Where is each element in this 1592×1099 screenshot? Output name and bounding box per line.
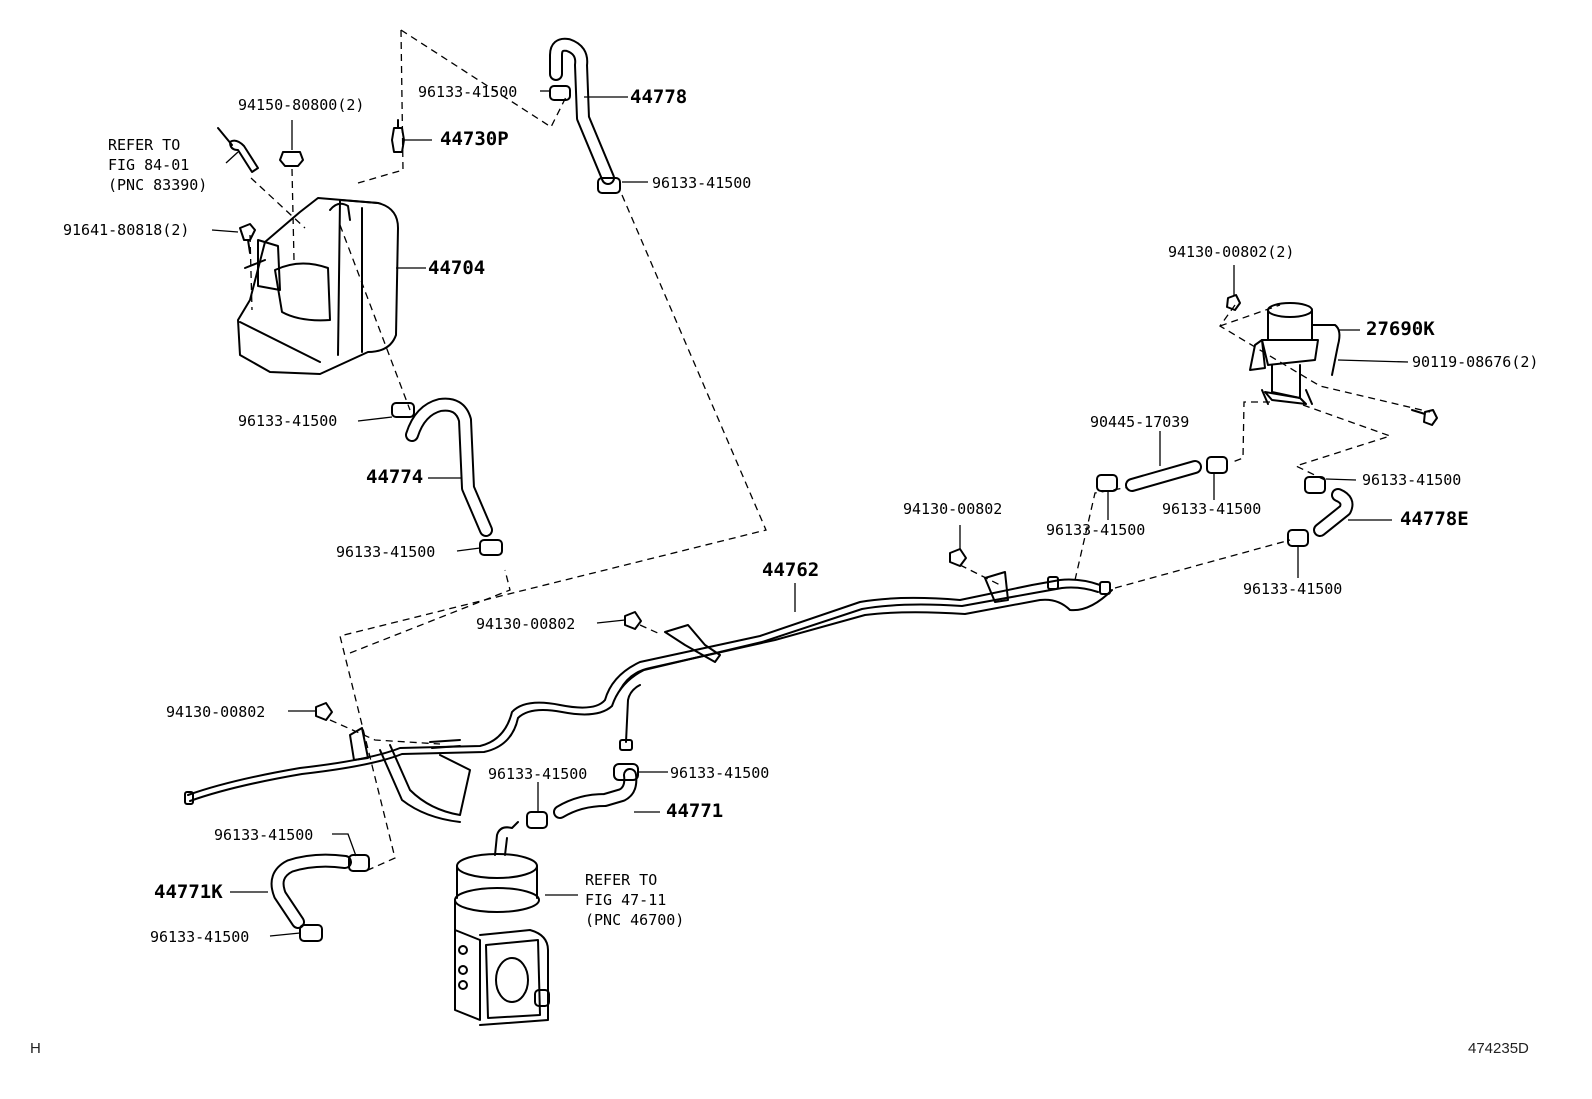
hose-90445-drawing	[1096, 456, 1228, 492]
label-44771: 44771	[666, 800, 724, 822]
label-90119-08676: 90119-08676(2)	[1412, 353, 1539, 371]
label-44774: 44774	[366, 466, 424, 488]
label-90445-17039: 90445-17039	[1090, 413, 1190, 431]
illustration-id: 474235D	[1468, 1040, 1529, 1057]
label-96133-41500-f: 96133-41500	[1162, 500, 1262, 518]
label-96133-41500-i: 96133-41500	[488, 765, 588, 783]
label-96133-41500-c: 96133-41500	[238, 412, 338, 430]
footer-left-marker: H	[30, 1040, 41, 1057]
label-44778: 44778	[630, 86, 688, 108]
label-27690k: 27690K	[1366, 318, 1435, 340]
label-44704: 44704	[428, 257, 486, 279]
pipe-44762-drawing	[184, 571, 1113, 823]
label-91641-80818: 91641-80818(2)	[63, 221, 190, 239]
label-96133-41500-h: 96133-41500	[1243, 580, 1343, 598]
label-96133-41500-b: 96133-41500	[652, 174, 752, 192]
label-44771k: 44771K	[154, 881, 223, 903]
leader-lines	[211, 90, 1409, 937]
tank-fasteners	[217, 119, 405, 254]
hose-44771-drawing	[526, 763, 639, 829]
label-96133-41500-l: 96133-41500	[150, 928, 250, 946]
canister-drawing	[454, 821, 550, 1026]
label-94130-00802-a: 94130-00802	[903, 500, 1003, 518]
label-44762: 44762	[762, 559, 820, 581]
label-44778e: 44778E	[1400, 508, 1469, 530]
label-94150-80800: 94150-80800(2)	[238, 96, 365, 114]
pipe-clips	[315, 548, 967, 721]
hose-44778-drawing	[549, 37, 621, 194]
hose-44774-drawing	[391, 397, 503, 556]
label-96133-41500-k: 96133-41500	[214, 826, 314, 844]
label-96133-41500-a: 96133-41500	[418, 83, 518, 101]
hose-44771k-drawing	[270, 853, 370, 942]
hose-44778e-drawing	[1287, 476, 1354, 547]
dashed-assembly-lines	[249, 29, 1431, 871]
refer-note-fig-84-01: REFER TO FIG 84-01 (PNC 83390)	[108, 136, 208, 194]
label-96133-41500-e: 96133-41500	[1362, 471, 1462, 489]
label-94130-00802-b: 94130-00802	[476, 615, 576, 633]
label-94130-00802-c: 94130-00802	[166, 703, 266, 721]
tank-44704-drawing	[237, 197, 399, 375]
valve-27690k-drawing	[1226, 294, 1438, 426]
label-94130-00802-2: 94130-00802(2)	[1168, 243, 1295, 261]
refer-note-fig-47-11: REFER TO FIG 47-11 (PNC 46700)	[585, 871, 685, 929]
label-44730p: 44730P	[440, 128, 509, 150]
label-96133-41500-g: 96133-41500	[1046, 521, 1146, 539]
label-96133-41500-j: 96133-41500	[670, 764, 770, 782]
label-96133-41500-d: 96133-41500	[336, 543, 436, 561]
